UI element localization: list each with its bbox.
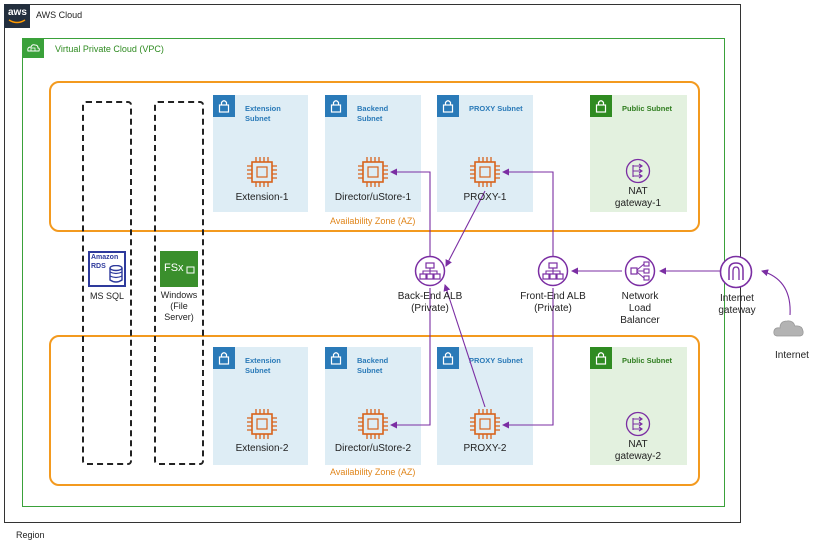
nat-gateway-2-icon bbox=[625, 411, 651, 437]
public-subnet-2-title: Public Subnet bbox=[622, 356, 673, 365]
nat-gateway-1-label: NAT gateway-1 bbox=[614, 186, 662, 209]
extension-2-label: Extension-2 bbox=[235, 443, 289, 454]
availability-zone-2-label: Availability Zone (AZ) bbox=[330, 467, 416, 477]
internet-cloud-icon bbox=[773, 320, 804, 337]
rds-dashed-group bbox=[82, 101, 132, 465]
lock-icon bbox=[590, 95, 612, 117]
proxy-1-label: PROXY-1 bbox=[463, 192, 507, 203]
extension-subnet-2-title: Extension Subnet bbox=[245, 356, 281, 375]
internet-gateway-icon bbox=[719, 255, 753, 289]
extension-1-label: Extension-1 bbox=[235, 192, 289, 203]
proxy-2-label: PROXY-2 bbox=[463, 443, 507, 454]
ec2-instance-icon bbox=[470, 157, 500, 187]
lock-icon bbox=[590, 347, 612, 369]
availability-zone-1 bbox=[49, 81, 700, 232]
lock-icon bbox=[437, 347, 459, 369]
region-label: Region bbox=[16, 530, 45, 540]
network-load-balancer-icon bbox=[624, 255, 656, 287]
ec2-instance-icon bbox=[358, 409, 388, 439]
backend-subnet-1-title: Backend Subnet bbox=[357, 104, 389, 123]
ec2-instance-icon bbox=[247, 409, 277, 439]
extension-subnet-1-title: Extension Subnet bbox=[245, 104, 281, 123]
internet-gateway-label: Internet gateway bbox=[718, 293, 756, 316]
backend-subnet-2-title: Backend Subnet bbox=[357, 356, 389, 375]
ec2-instance-icon bbox=[247, 157, 277, 187]
nat-gateway-1-icon bbox=[625, 158, 651, 184]
frontend-alb-label: Front-End ALB (Private) bbox=[520, 291, 586, 314]
aws-logo-icon: aws bbox=[4, 4, 30, 28]
public-subnet-1-title: Public Subnet bbox=[622, 104, 673, 113]
rds-label: MS SQL bbox=[89, 291, 124, 301]
director-2-label: Director/uStore-2 bbox=[334, 443, 412, 454]
frontend-alb-icon bbox=[537, 255, 569, 287]
director-1-label: Director/uStore-1 bbox=[334, 192, 412, 203]
lock-icon bbox=[213, 347, 235, 369]
ec2-instance-icon bbox=[470, 409, 500, 439]
fsx-label: Windows (File Server) bbox=[160, 290, 198, 322]
lock-icon bbox=[325, 347, 347, 369]
aws-cloud-title: AWS Cloud bbox=[36, 10, 83, 20]
lock-icon bbox=[325, 95, 347, 117]
amazon-rds-icon: Amazon RDS bbox=[88, 251, 126, 287]
lock-icon bbox=[437, 95, 459, 117]
nat-gateway-2-label: NAT gateway-2 bbox=[614, 439, 662, 462]
fsx-icon: FSx bbox=[160, 251, 198, 287]
proxy-subnet-2-title: PROXY Subnet bbox=[469, 356, 523, 365]
fsx-dashed-group bbox=[154, 101, 204, 465]
vpc-icon bbox=[22, 38, 44, 58]
ec2-instance-icon bbox=[358, 157, 388, 187]
lock-icon bbox=[213, 95, 235, 117]
vpc-title: Virtual Private Cloud (VPC) bbox=[55, 44, 164, 54]
backend-alb-label: Back-End ALB (Private) bbox=[397, 291, 463, 314]
proxy-subnet-1-title: PROXY Subnet bbox=[469, 104, 523, 113]
availability-zone-1-label: Availability Zone (AZ) bbox=[330, 216, 416, 226]
availability-zone-2 bbox=[49, 335, 700, 486]
internet-label: Internet bbox=[775, 350, 809, 361]
aws-logo-text: aws bbox=[8, 7, 27, 18]
network-load-balancer-label: Network Load Balancer bbox=[620, 291, 660, 326]
backend-alb-icon bbox=[414, 255, 446, 287]
